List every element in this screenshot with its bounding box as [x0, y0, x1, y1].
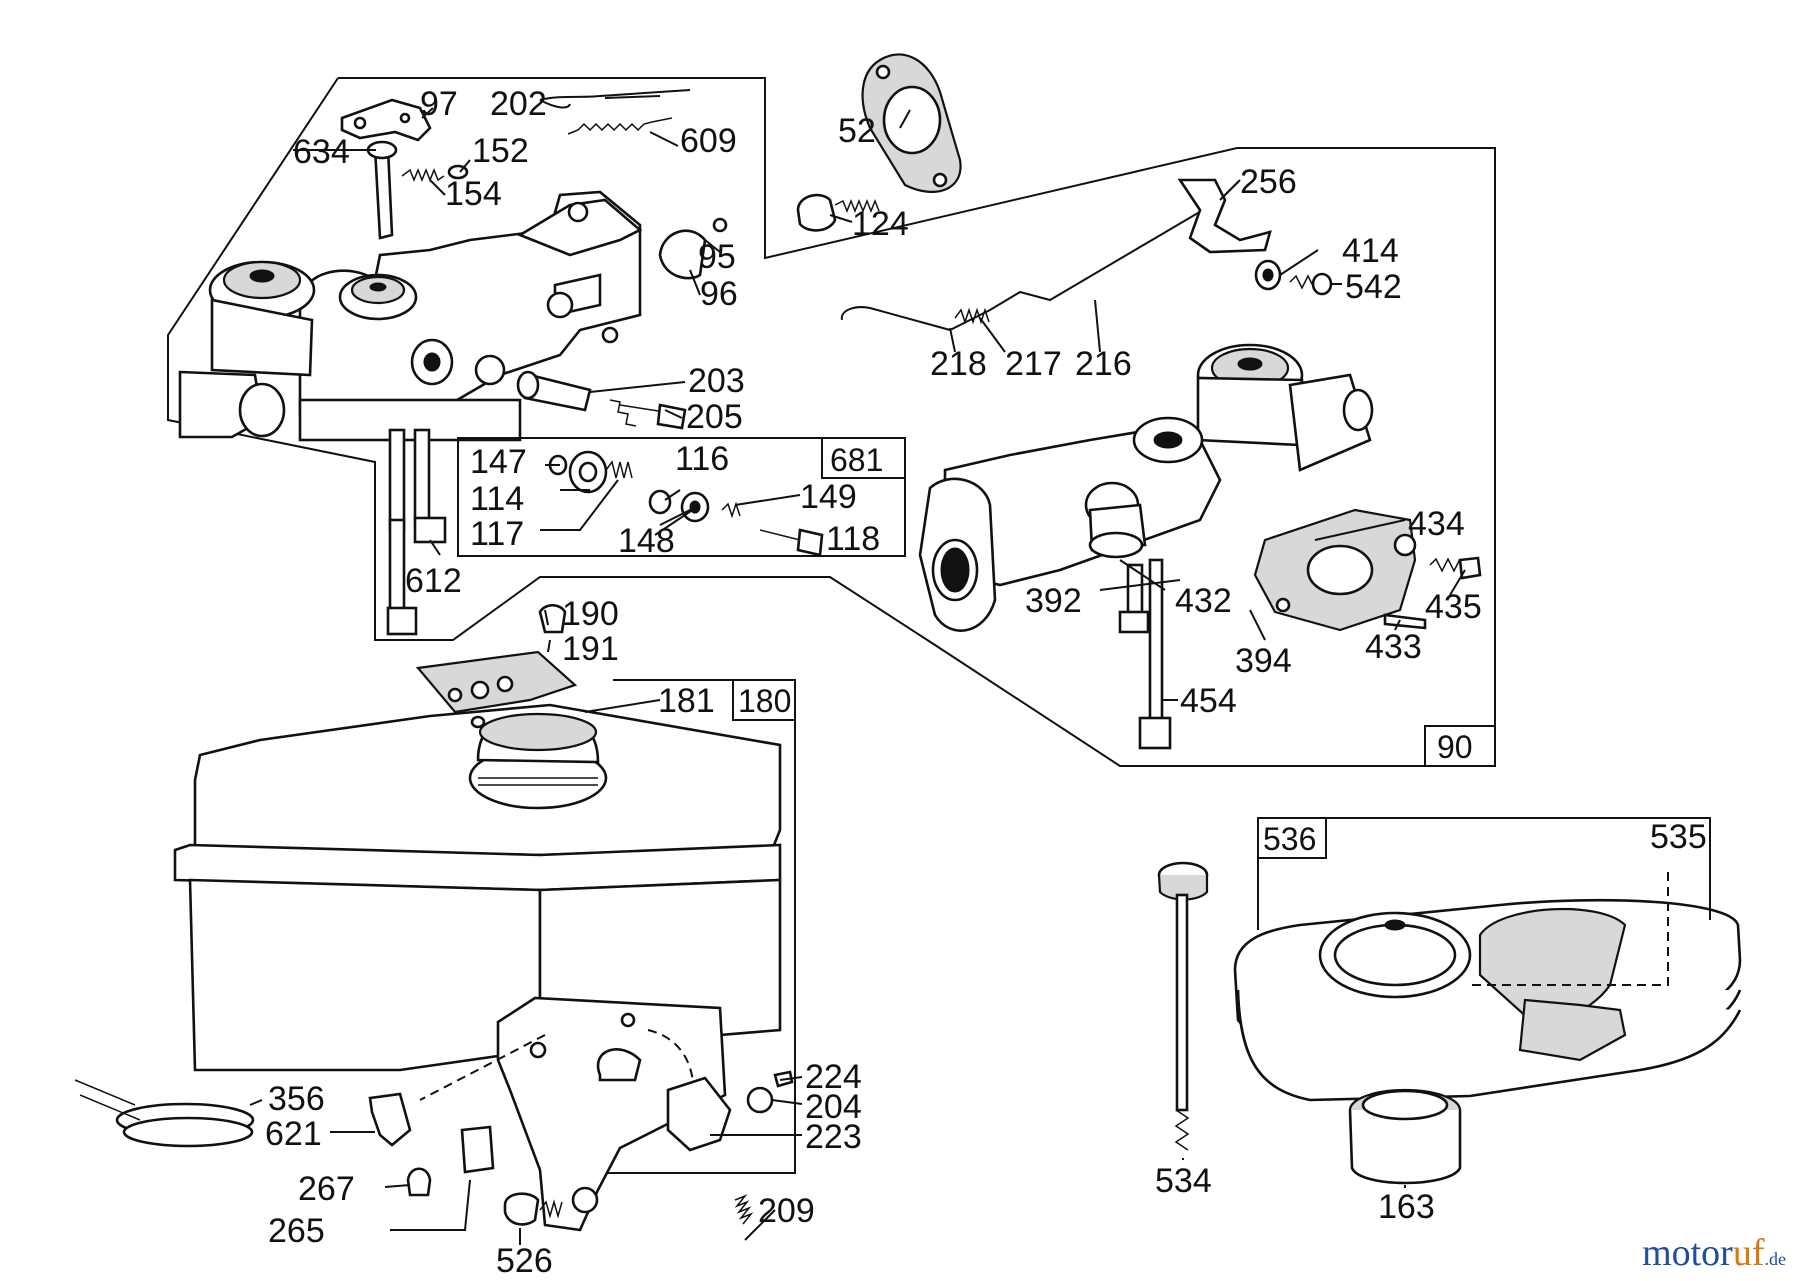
- part-label-124: 124: [852, 205, 909, 243]
- part-label-534: 534: [1155, 1162, 1212, 1200]
- fuel-tank-bracket: [74, 996, 794, 1232]
- part-label-148: 148: [618, 522, 675, 560]
- part-label-204: 204: [805, 1088, 862, 1126]
- carburetor-label-box: [1424, 725, 1496, 767]
- part-label-97: 97: [420, 85, 458, 123]
- part-label-392: 392: [1025, 582, 1082, 620]
- part-label-216: 216: [1075, 345, 1132, 383]
- part-label-526: 526: [496, 1242, 553, 1280]
- part-label-535: 535: [1650, 818, 1707, 856]
- part-label-454: 454: [1180, 682, 1237, 720]
- part-label-147: 147: [470, 443, 527, 481]
- group-label-681: 681: [830, 442, 883, 478]
- part-label-154: 154: [445, 175, 502, 213]
- part-label-217: 217: [1005, 345, 1062, 383]
- part-label-218: 218: [930, 345, 987, 383]
- part-label-432: 432: [1175, 582, 1232, 620]
- part-label-224: 224: [805, 1058, 862, 1096]
- part-label-203: 203: [688, 362, 745, 400]
- part-label-612: 612: [405, 562, 462, 600]
- part-label-152: 152: [472, 132, 529, 170]
- part-label-149: 149: [800, 478, 857, 516]
- part-label-542: 542: [1345, 268, 1402, 306]
- watermark-tld: .de: [1764, 1249, 1787, 1269]
- part-label-202: 202: [490, 85, 547, 123]
- carburetor-group-outline: [167, 77, 1496, 767]
- group-label-90: 90: [1437, 729, 1473, 765]
- fuel-tank: [173, 603, 782, 1072]
- part-label-609: 609: [680, 122, 737, 160]
- part-label-191: 191: [562, 630, 619, 668]
- part-label-96: 96: [700, 275, 738, 313]
- part-label-394: 394: [1235, 642, 1292, 680]
- fuel-tank-label-box: [732, 679, 796, 721]
- part-labels: 97 202 609 634 152 154 95 96 203 205 612…: [265, 85, 1707, 1280]
- part-label-114: 114: [470, 480, 524, 518]
- carburetor-lower-assembly: [918, 343, 1482, 750]
- part-label-634: 634: [293, 133, 350, 171]
- part-label-117: 117: [470, 515, 524, 553]
- part-label-163: 163: [1378, 1188, 1435, 1226]
- air-cleaner: [1157, 861, 1742, 1185]
- group-label-180: 180: [738, 683, 791, 719]
- part-label-356: 356: [268, 1080, 325, 1118]
- part-label-621: 621: [265, 1115, 322, 1153]
- part-label-181: 181: [658, 682, 715, 720]
- part-label-414: 414: [1342, 232, 1399, 270]
- part-label-435: 435: [1425, 588, 1482, 626]
- air-cleaner-label-box: [1257, 817, 1327, 859]
- part-label-434: 434: [1408, 505, 1465, 543]
- watermark-brand-a: motor: [1642, 1232, 1733, 1274]
- part-label-52: 52: [838, 112, 876, 150]
- part-label-267: 267: [298, 1170, 355, 1208]
- repair-kit-label-box: [821, 437, 906, 479]
- part-label-433: 433: [1365, 628, 1422, 666]
- carburetor-upper-assembly: [178, 89, 728, 636]
- part-label-256: 256: [1240, 163, 1297, 201]
- part-label-190: 190: [562, 595, 619, 633]
- motoruf-watermark: motoruf.de: [1642, 1231, 1786, 1275]
- part-label-95: 95: [698, 238, 736, 276]
- watermark-brand-b: uf: [1732, 1232, 1765, 1274]
- group-label-536: 536: [1263, 821, 1316, 857]
- choke-linkage: [840, 178, 1333, 332]
- repair-kit-frame: [457, 437, 906, 557]
- flange-gasket: [796, 53, 962, 232]
- part-label-209: 209: [758, 1192, 815, 1230]
- fuel-tank-group-outline: [605, 679, 796, 1174]
- air-cleaner-group-outline: [1257, 817, 1711, 930]
- part-label-116: 116: [675, 440, 729, 478]
- leader-lines: [249, 95, 1711, 1245]
- part-label-223: 223: [805, 1118, 862, 1156]
- part-label-118: 118: [826, 520, 880, 558]
- part-label-205: 205: [686, 398, 743, 436]
- part-label-265: 265: [268, 1212, 325, 1250]
